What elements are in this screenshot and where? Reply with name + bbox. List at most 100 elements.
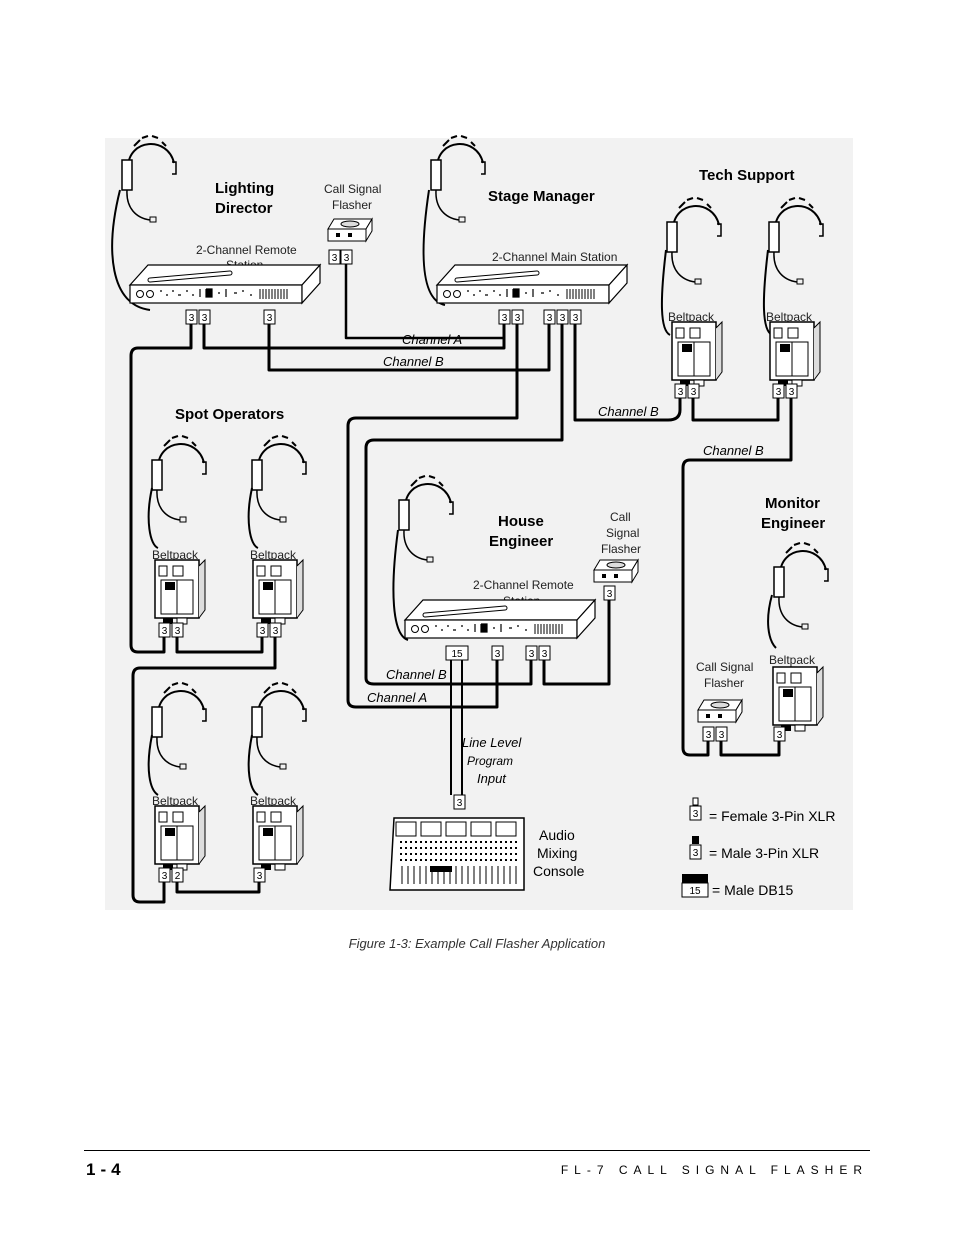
svg-text:3: 3 — [162, 626, 168, 637]
svg-text:3: 3 — [515, 313, 521, 324]
lighting-director-label-2: Director — [215, 200, 273, 217]
channel-a-label-1: Channel A — [402, 332, 462, 347]
monitor-headset-icon — [773, 542, 829, 630]
svg-text:3: 3 — [162, 871, 168, 882]
lighting-remote-station-icon — [130, 265, 320, 303]
house-engineer-label-1: House — [498, 513, 544, 530]
spot-headset-3-icon — [151, 682, 207, 770]
spot-beltpack-4-label: Beltpack — [250, 794, 297, 808]
channel-b-label-4: Channel B — [386, 667, 447, 682]
svg-text:3: 3 — [529, 649, 535, 660]
spot-beltpack-2-label: Beltpack — [250, 548, 297, 562]
flasher-c-label-2: Flasher — [704, 676, 744, 690]
tech-support-group: Tech Support Beltpack Beltpack 3 3 3 3 — [660, 167, 824, 399]
house-remote-station-icon — [405, 600, 595, 638]
spot-beltpack-2-icon — [252, 559, 304, 625]
house-flasher-icon — [593, 559, 639, 583]
svg-text:3: 3 — [789, 387, 795, 398]
tech-beltpack-2-icon — [769, 321, 821, 387]
tech-beltpack-1-label: Beltpack — [668, 310, 715, 324]
monitor-engineer-label-1: Monitor — [765, 495, 820, 512]
svg-text:3: 3 — [573, 313, 579, 324]
spot-beltpack-3-icon — [154, 805, 206, 871]
svg-text:3: 3 — [344, 253, 350, 264]
main-station-label: 2-Channel Main Station — [492, 250, 617, 264]
footer-divider — [84, 1150, 870, 1151]
flasher-c-label-1: Call Signal — [696, 660, 753, 674]
svg-text:3: 3 — [776, 387, 782, 398]
svg-text:3: 3 — [706, 730, 712, 741]
spot-operators-label: Spot Operators — [175, 406, 284, 423]
spot-beltpack-1-label: Beltpack — [152, 548, 199, 562]
tech-beltpack-2-label: Beltpack — [766, 310, 813, 324]
channel-a-label-2: Channel A — [367, 690, 427, 705]
tech-headset-2-icon — [768, 197, 824, 285]
flasher-b-label-1: Call — [610, 510, 631, 524]
svg-text:3: 3 — [202, 313, 208, 324]
tech-beltpack-1-icon — [671, 321, 723, 387]
figure-caption: Figure 1-3: Example Call Flasher Applica… — [348, 936, 606, 951]
monitor-flasher-icon — [697, 699, 743, 723]
flasher-b-label-2: Signal — [606, 526, 639, 540]
svg-text:3: 3 — [267, 313, 273, 324]
program-label: Program — [467, 754, 513, 768]
spot-headset-2-icon — [251, 435, 307, 523]
svg-text:3: 3 — [542, 649, 548, 660]
svg-text:3: 3 — [273, 626, 279, 637]
cable-runs — [129, 264, 793, 904]
channel-b-label-1: Channel B — [383, 354, 444, 369]
svg-text:3: 3 — [691, 387, 697, 398]
line-level-label: Line Level — [462, 735, 522, 750]
svg-text:3: 3 — [189, 313, 195, 324]
svg-text:3: 3 — [777, 730, 783, 741]
running-title: FL-7 CALL SIGNAL FLASHER — [560, 1163, 868, 1177]
lighting-director-headset-icon — [121, 135, 177, 223]
svg-text:2: 2 — [175, 871, 181, 882]
house-engineer-group: House Engineer Call Signal Flasher 3 2-C… — [392, 475, 641, 661]
house-engineer-label-2: Engineer — [489, 533, 553, 550]
svg-text:3: 3 — [495, 649, 501, 660]
mixing-console-icon: 3 — [389, 794, 525, 891]
spot-beltpack-3-label: Beltpack — [152, 794, 199, 808]
stage-manager-headset-icon — [430, 135, 486, 223]
svg-text:3: 3 — [175, 626, 181, 637]
spot-operators-group: Spot Operators Beltpack Beltpack 3 3 3 3… — [147, 406, 307, 883]
channel-b-label-2: Channel B — [598, 404, 659, 419]
lighting-director-label-1: Lighting — [215, 180, 274, 197]
monitor-engineer-label-2: Engineer — [761, 515, 825, 532]
channel-b-label-3: Channel B — [703, 443, 764, 458]
flasher-a-label-2: Flasher — [332, 198, 372, 212]
legend-female-text: = Female 3-Pin XLR — [709, 808, 835, 824]
legend-symbol-female: 3 — [693, 809, 699, 820]
legend: 3 = Female 3-Pin XLR 3 = Male 3-Pin XLR … — [681, 797, 835, 898]
console-label-3: Console — [533, 863, 585, 879]
house-headset-icon — [398, 475, 454, 563]
main-station-icon — [437, 265, 627, 303]
console-label-2: Mixing — [537, 845, 577, 861]
svg-text:3: 3 — [257, 871, 263, 882]
svg-text:3: 3 — [719, 730, 725, 741]
spot-beltpack-4-icon — [252, 805, 304, 871]
svg-text:3: 3 — [560, 313, 566, 324]
tech-headset-1-icon — [666, 197, 722, 285]
lighting-flasher-icon — [327, 218, 373, 242]
spot-beltpack-1-icon — [154, 559, 206, 625]
svg-text:3: 3 — [502, 313, 508, 324]
svg-text:3: 3 — [547, 313, 553, 324]
legend-db15-text: = Male DB15 — [712, 882, 794, 898]
flasher-b-label-3: Flasher — [601, 542, 641, 556]
svg-text:3: 3 — [607, 589, 613, 600]
svg-text:15: 15 — [451, 649, 463, 660]
monitor-beltpack-label: Beltpack — [769, 653, 816, 667]
input-label: Input — [477, 771, 507, 786]
spot-headset-4-icon — [251, 682, 307, 770]
svg-text:3: 3 — [678, 387, 684, 398]
legend-male-text: = Male 3-Pin XLR — [709, 845, 819, 861]
lighting-director-group: Lighting Director 2-Channel Remote Stati… — [111, 135, 381, 325]
remote-station-label-1: 2-Channel Remote — [196, 243, 297, 257]
svg-text:3: 3 — [260, 626, 266, 637]
spot-headset-1-icon — [151, 435, 207, 523]
monitor-beltpack-icon — [772, 666, 824, 732]
monitor-engineer-group: Monitor Engineer Beltpack Call Signal Fl… — [696, 495, 829, 742]
tech-support-label: Tech Support — [699, 167, 795, 184]
